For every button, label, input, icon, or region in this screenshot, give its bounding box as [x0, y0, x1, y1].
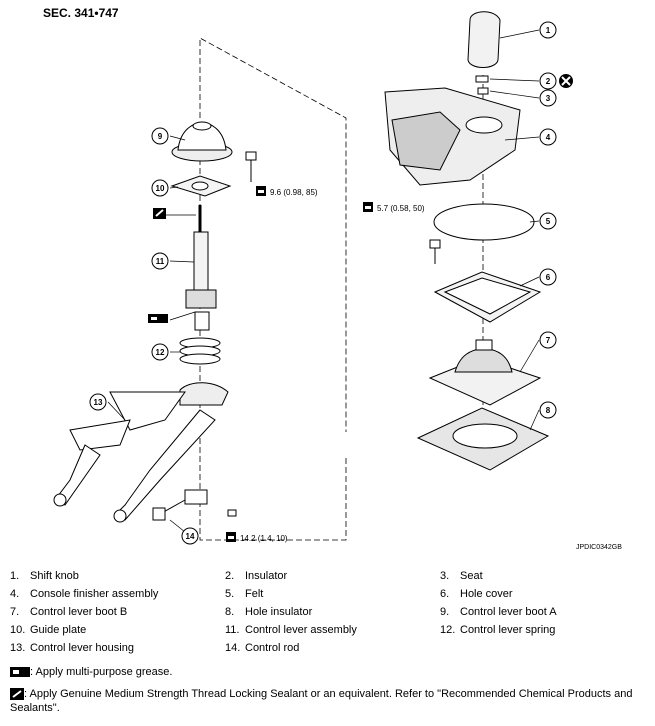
grease-icon	[10, 667, 30, 678]
legend-item: 1.Shift knob	[10, 570, 79, 582]
torque-wrench-icon	[226, 532, 236, 542]
legend-item: 14.Control rod	[225, 642, 300, 654]
exploded-diagram: 1 2 3 4 5 6 7 8 9 10 11 12 13 14 9.6 (0.…	[53, 11, 573, 545]
svg-text:2: 2	[546, 77, 551, 86]
svg-text:7: 7	[546, 336, 551, 345]
svg-text:3: 3	[546, 94, 551, 103]
sealant-icon	[10, 688, 24, 701]
legend-item: 10.Guide plate	[10, 624, 87, 636]
legend-item: 4.Console finisher assembly	[10, 588, 159, 600]
legend-item: 2.Insulator	[225, 570, 288, 582]
svg-text:12: 12	[156, 348, 165, 357]
svg-text:14: 14	[186, 532, 195, 541]
callout-12: 12	[151, 343, 169, 361]
callout-1: 1	[539, 21, 557, 39]
callout-10: 10	[151, 179, 169, 197]
do-not-reuse-icon	[559, 74, 573, 88]
svg-text:4: 4	[546, 133, 551, 142]
sealant-note: : Apply Genuine Medium Strength Thread L…	[10, 688, 633, 714]
legend-item: 12.Control lever spring	[440, 624, 556, 636]
callout-4: 4	[539, 128, 557, 146]
callout-markers: 1 2 3 4 5 6 7 8 9 10 11 12 13 14	[89, 21, 557, 545]
torque-label-1: 9.6 (0.98, 85)	[270, 188, 318, 197]
legend-item: 11.Control lever assembly	[225, 624, 357, 636]
svg-text:5: 5	[546, 217, 551, 226]
svg-text:9: 9	[158, 132, 163, 141]
section-title: SEC. 341•747	[43, 6, 119, 20]
callout-8: 8	[539, 401, 557, 419]
svg-text:1: 1	[546, 26, 551, 35]
legend-item: 7.Control lever boot B	[10, 606, 128, 618]
legend-item: 3.Seat	[440, 570, 483, 582]
callout-5: 5	[539, 212, 557, 230]
svg-text:11: 11	[156, 257, 165, 266]
legend-item: 8.Hole insulator	[225, 606, 313, 618]
callout-2: 2	[539, 72, 557, 90]
callout-14: 14	[181, 527, 199, 545]
legend-item: 6.Hole cover	[440, 588, 513, 600]
callout-11: 11	[151, 252, 169, 270]
grease-note: : Apply multi-purpose grease.	[10, 666, 172, 678]
grease-icon	[148, 314, 168, 323]
svg-text:8: 8	[546, 406, 551, 415]
callout-9: 9	[151, 127, 169, 145]
parts-legend: 1.Shift knob 2.Insulator 3.Seat 4.Consol…	[10, 570, 650, 660]
leader-lines	[107, 29, 540, 537]
torque-wrench-icon	[256, 186, 266, 196]
callout-3: 3	[539, 89, 557, 107]
callout-6: 6	[539, 268, 557, 286]
callout-13: 13	[89, 393, 107, 411]
callout-7: 7	[539, 331, 557, 349]
torque-label-2: 5.7 (0.58, 50)	[377, 204, 425, 213]
torque-wrench-icon	[363, 202, 373, 212]
legend-item: 5.Felt	[225, 588, 264, 600]
svg-text:6: 6	[546, 273, 551, 282]
figure-code: JPDIC0342GB	[576, 544, 622, 551]
right-assembly	[384, 11, 550, 471]
left-assembly	[53, 121, 257, 523]
svg-text:13: 13	[94, 398, 103, 407]
torque-label-3: 14.2 (1.4, 10)	[240, 534, 288, 543]
svg-text:10: 10	[156, 184, 165, 193]
legend-item: 9.Control lever boot A	[440, 606, 557, 618]
legend-item: 13.Control lever housing	[10, 642, 134, 654]
sealant-icon	[153, 208, 166, 219]
